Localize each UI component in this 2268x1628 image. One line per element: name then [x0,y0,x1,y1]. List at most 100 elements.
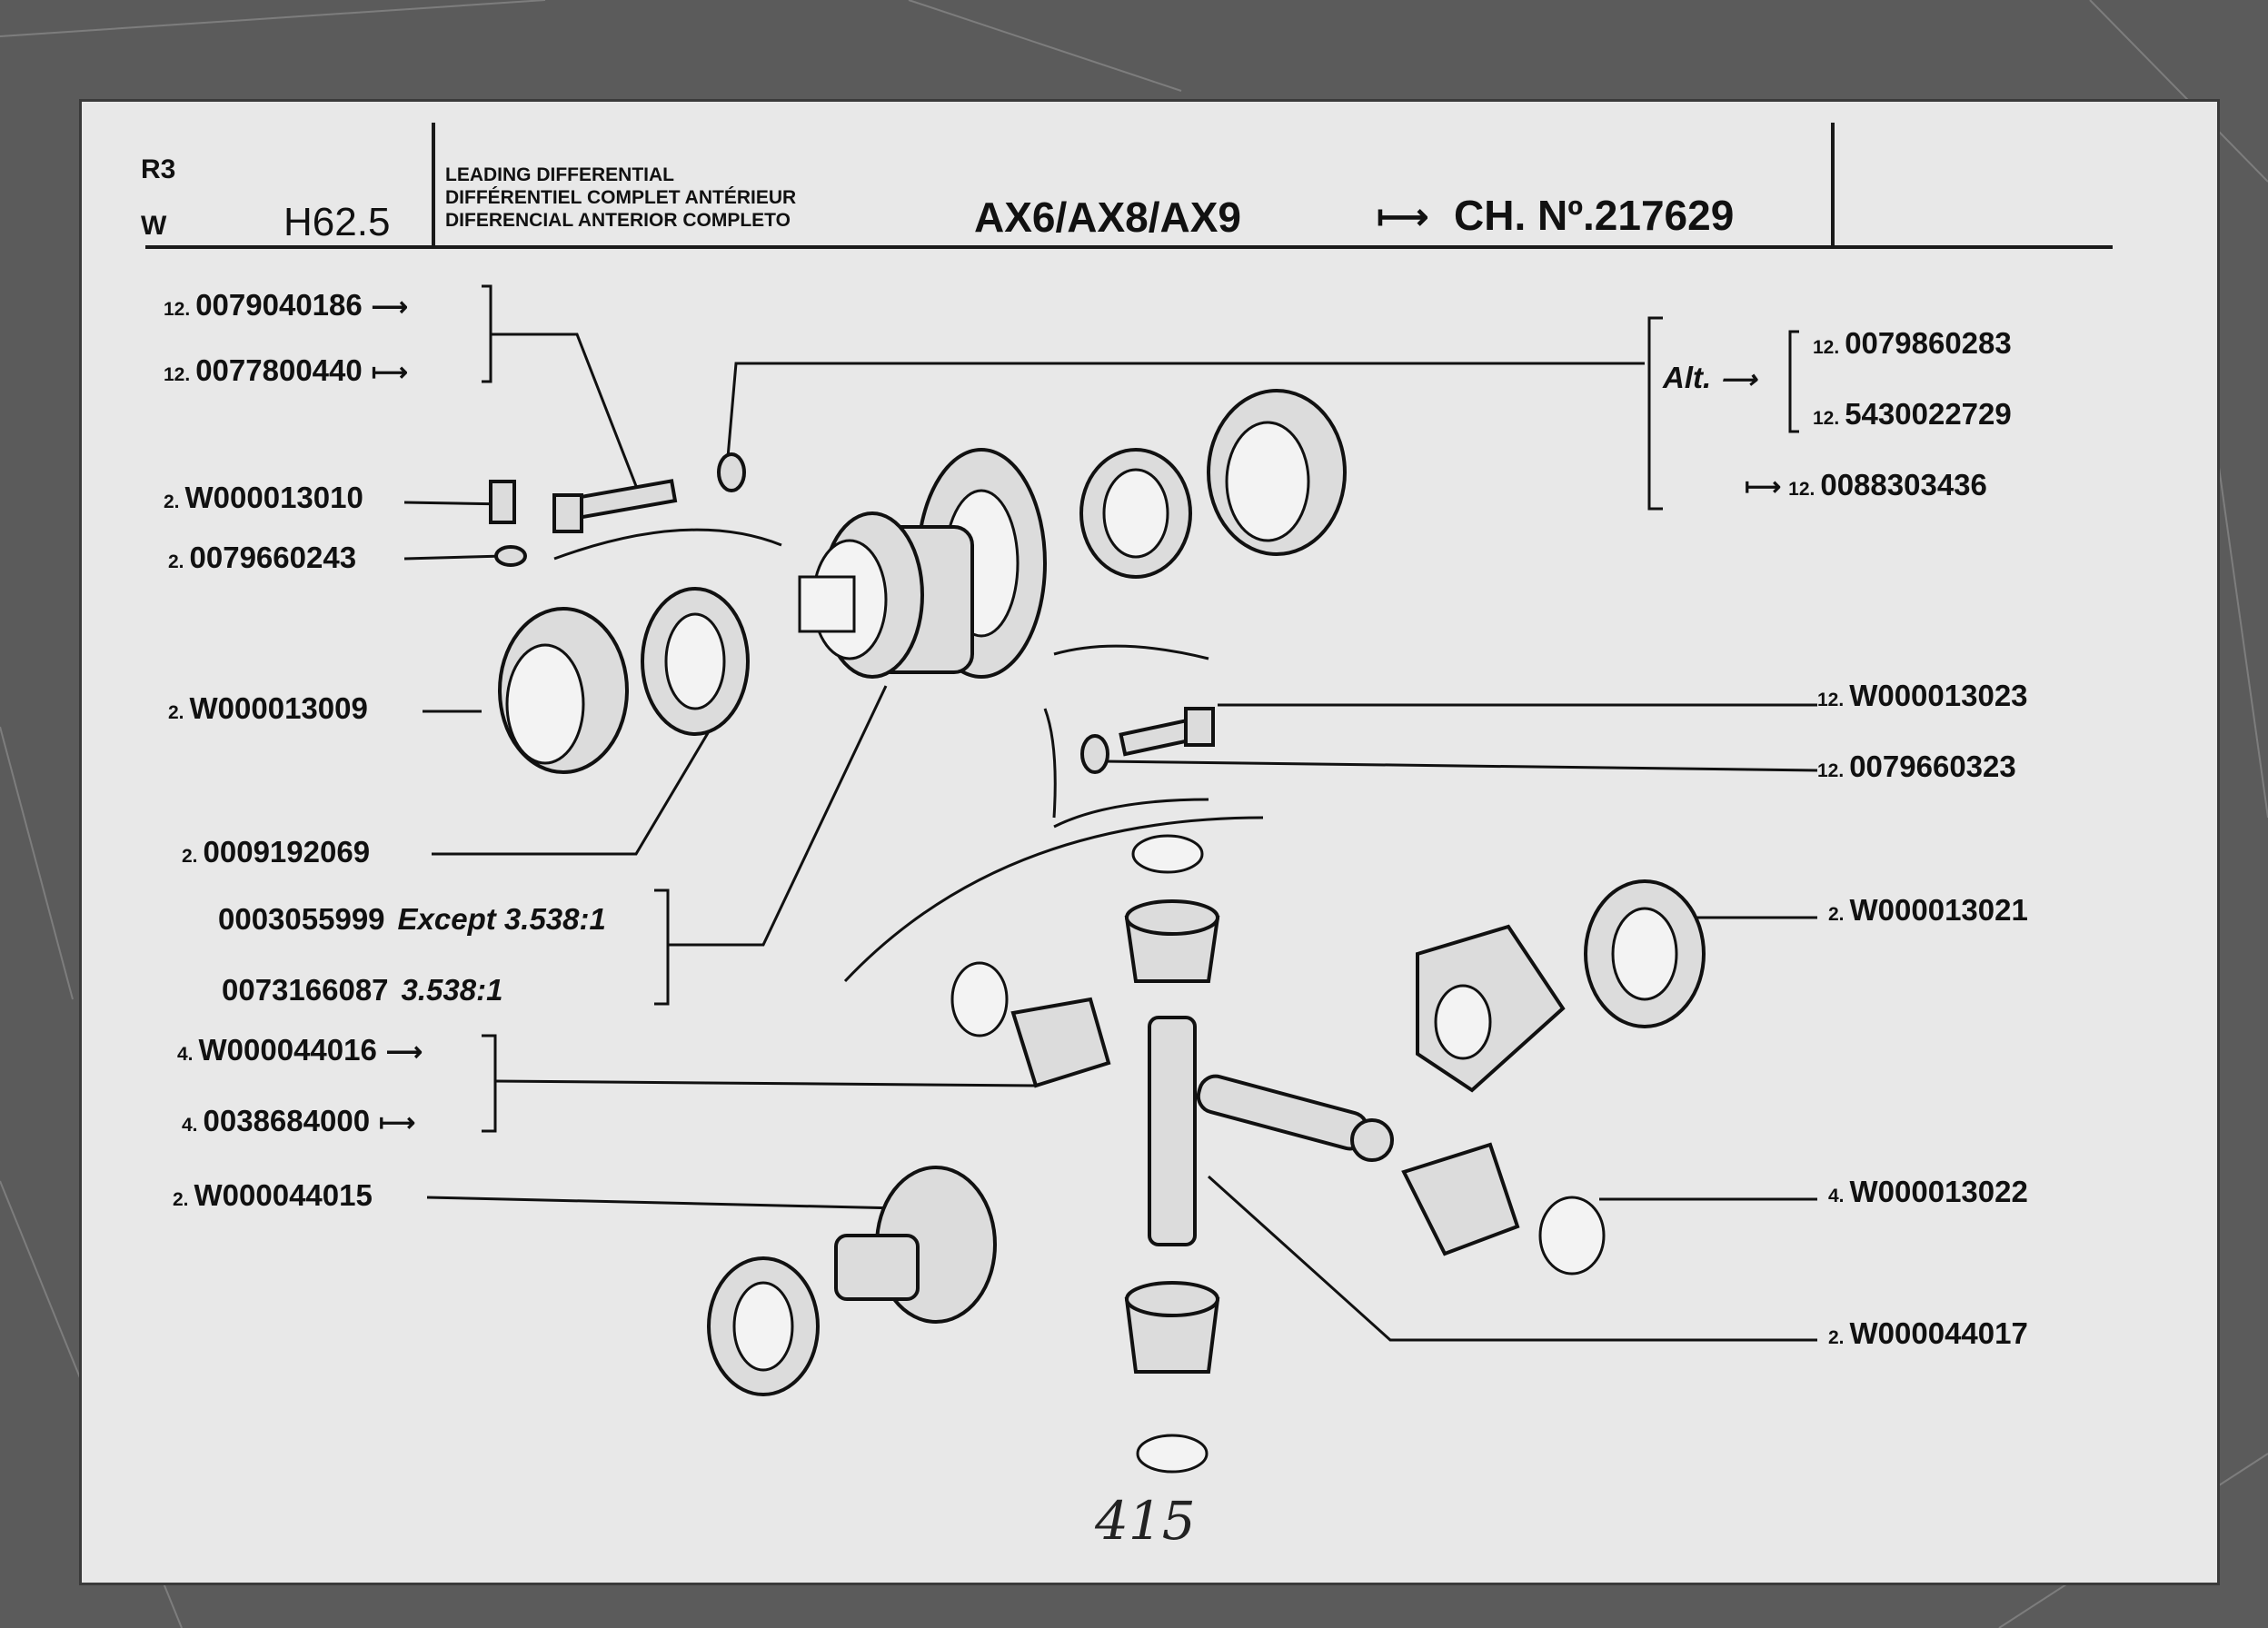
bolt-left [552,479,678,533]
part-qty: 2. [1828,1327,1845,1348]
leader-nut [403,554,505,561]
leader-pinion [494,1079,1037,1087]
alt-text: Alt. [1663,361,1712,394]
part-number: 0079660323 [1849,749,2016,783]
part-label-right: 12.W000013023 [1817,680,2028,717]
header-divider-right [1831,123,1835,245]
arrow-icon: ⟶ [371,293,408,321]
part-qty: 12. [1813,408,1840,429]
part-label-left: 2.0009192069 [182,836,370,873]
bolt-right [1119,707,1215,757]
part-number: 0079040186 [195,288,363,322]
part-label-left: 2.W000044015 [173,1179,373,1216]
arrow-icon: ⟶ [385,1037,423,1066]
part-qty: 12. [1788,479,1815,500]
washer-right [1080,734,1109,774]
part-label-right: ⟼ 12.0088303436 [1745,469,1987,506]
code-line-1: R3 [141,154,176,184]
part-qty: 12. [1813,337,1840,358]
page-number: 415 [1095,1490,1196,1552]
part-label-right: 2.W000044017 [1828,1317,2028,1355]
bracket-right-top [1647,316,1663,511]
part-number: 5430022729 [1845,397,2012,431]
part-label-left: 2.0079660243 [168,541,356,579]
part-qty: 4. [1828,1186,1845,1206]
bearing-right-outer [1079,448,1192,579]
part-qty: 2. [173,1189,189,1210]
nut-small [494,545,527,567]
part-qty: 12. [1817,690,1845,710]
part-note: Except 3.538:1 [397,902,606,936]
leader-alt [725,362,1645,469]
part-number: W000044017 [1849,1316,2028,1350]
part-note: 3.538:1 [401,973,503,1007]
part-number: 0073166087 [222,973,389,1007]
part-label-left: 2.W000013009 [168,692,368,730]
title-english: LEADING DIFFERENTIAL [445,164,674,185]
part-label-right: 4.W000013022 [1828,1176,2028,1213]
differential-case [798,448,1047,679]
part-qty: 4. [177,1044,194,1065]
part-qty: 4. [182,1115,198,1136]
part-label-left: 12.0077800440⟼ [164,354,408,392]
part-label-left: 0073166087 3.538:1 [222,974,502,1007]
model-list: AX6/AX8/AX9 [974,194,1242,241]
part-label-left: 0003055999 Except 3.538:1 [218,903,606,936]
part-label-right: 12.0079660323 [1817,750,2016,788]
side-gear-left [834,1166,997,1324]
part-number: W000013023 [1849,679,2028,712]
chassis-number: CH. Nº.217629 [1454,192,1735,239]
header-divider-left [432,123,435,245]
part-qty: 12. [164,299,191,320]
arrow-icon: ⟼ [1745,472,1782,501]
part-number: W000013010 [184,481,363,514]
part-number: W000013009 [189,691,368,725]
leader-washer-right [1103,759,1818,772]
arrow-icon: ⟼ [371,358,408,386]
bearing-ring-right [1207,389,1347,556]
thrust-washer-small [1538,1196,1606,1276]
thrust-washer-left [950,961,1009,1037]
pinion-gear-bottom [1124,1281,1220,1374]
leader-housing [668,685,888,947]
part-qty: 2. [182,846,198,867]
pinion-gear-left [1010,997,1111,1088]
section-number: H62.5 [284,200,391,244]
part-number: 0003055999 [218,902,385,936]
arrow-icon: ⟶ [1720,365,1757,393]
part-qty: 12. [1817,760,1845,781]
part-label-right: 2.W000013021 [1828,894,2028,931]
leader-spider [1207,1175,1817,1342]
part-number: W000013022 [1849,1175,2028,1208]
part-number: 0077800440 [195,353,363,387]
pinion-gear-right [1401,1142,1520,1256]
part-label-right: 12.0079860283 [1813,327,2012,364]
side-gear-right [1416,924,1566,1093]
part-label-left: 4.0038684000⟼ [182,1105,415,1142]
part-label-left: 2.W000013010 [164,481,363,519]
part-number: 0088303436 [1820,468,1987,501]
part-number: W000013021 [1849,893,2028,927]
part-qty: 2. [164,491,180,512]
part-number: 0079660243 [189,541,357,574]
bearing-ring-left [498,607,629,774]
arrow-icon: ⟼ [379,1108,416,1137]
washer-top [717,452,746,492]
header-rule [145,245,2113,249]
part-label-left: 12.0079040186 ⟶ [164,289,408,326]
bracket-pinion [482,1034,497,1133]
thrust-plate-right-hole [1611,907,1678,1001]
part-number: W000044015 [194,1178,373,1212]
thrust-plate-left-hole [732,1281,794,1372]
stud-small [489,480,516,524]
spider-shaft [1148,1016,1394,1246]
housing-outline [553,528,1264,983]
part-qty: 2. [168,551,184,572]
leader-side-gear [426,1196,900,1210]
part-qty: 2. [168,702,184,723]
part-label-right: 12.5430022729 [1813,398,2012,435]
bracket-left-top [482,284,492,383]
alt-label: Alt. ⟶ [1663,362,1756,396]
part-number: 0079860283 [1845,326,2012,360]
